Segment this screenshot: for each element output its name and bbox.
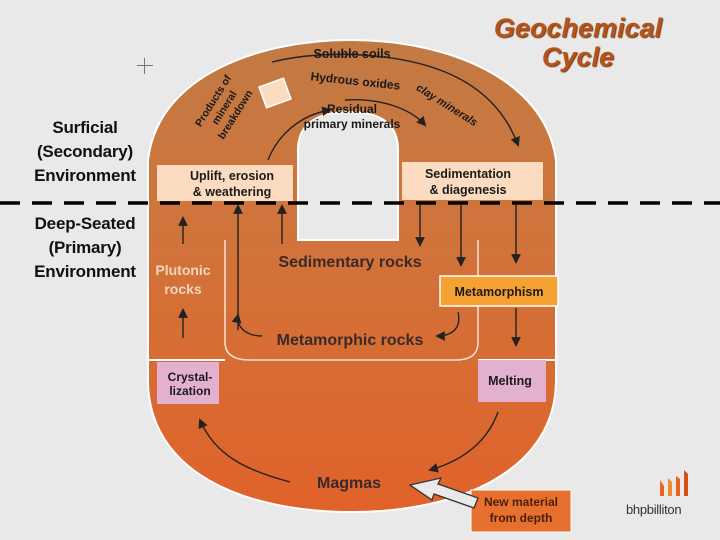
plutonic-label-2: rocks — [164, 281, 202, 297]
surficial-line-1: Surficial — [52, 118, 118, 137]
sedimentation-label-2: & diagenesis — [429, 183, 506, 197]
bhp-billiton-logo-text: bhpbilliton — [626, 502, 682, 517]
magmas-label: Magmas — [317, 475, 381, 492]
deep-seated-line-1: Deep-Seated — [34, 214, 136, 233]
metamorphic-rocks-label: Metamorphic rocks — [277, 332, 424, 349]
crystallization-box — [157, 362, 219, 404]
new-material-label-1: New material — [484, 495, 558, 509]
plutonic-label-1: Plutonic — [155, 262, 210, 278]
crystallization-label-2: lization — [169, 384, 210, 398]
surficial-line-3: Environment — [34, 166, 136, 185]
inner-hole — [297, 110, 399, 241]
deep-seated-line-2: (Primary) — [48, 238, 122, 257]
bhp-logo-icon — [660, 470, 688, 496]
metamorphism-label: Metamorphism — [455, 285, 544, 299]
surficial-line-2: (Secondary) — [36, 142, 134, 161]
residual-label-2: primary minerals — [304, 117, 401, 131]
slide-title: Geochemical Cycle — [494, 14, 662, 72]
new-material-label-2: from depth — [490, 511, 553, 525]
residual-label-1: Residual — [327, 102, 377, 116]
cycle-arrows — [178, 53, 521, 483]
new-material-box — [470, 489, 572, 533]
crosshair-icon — [137, 58, 153, 74]
melting-box — [478, 360, 546, 402]
surficial-environment-label: Surficial (Secondary) Environment — [26, 116, 144, 188]
sedimentation-label-1: Sedimentation — [425, 167, 511, 181]
sedimentary-rocks-label: Sedimentary rocks — [278, 254, 421, 271]
hydrous-oxide-square — [258, 77, 292, 109]
cycle-ring — [147, 38, 557, 514]
deep-seated-line-3: Environment — [34, 262, 136, 281]
sedimentation-box — [402, 162, 543, 200]
uplift-box — [157, 165, 293, 201]
soluble-soils-label: Soluble soils — [313, 47, 390, 61]
uplift-label-1: Uplift, erosion — [190, 169, 274, 183]
new-material-arrow — [408, 477, 479, 509]
rock-band-inner-outline — [224, 240, 479, 361]
melting-label: Melting — [488, 374, 532, 388]
crystallization-label-1: Crystal- — [168, 370, 213, 384]
uplift-label-2: & weathering — [193, 185, 272, 199]
title-line-1: Geochemical — [493, 13, 662, 43]
title-line-2: Cycle — [541, 42, 614, 72]
metamorphism-box — [439, 275, 559, 307]
deep-seated-environment-label: Deep-Seated (Primary) Environment — [26, 212, 144, 284]
